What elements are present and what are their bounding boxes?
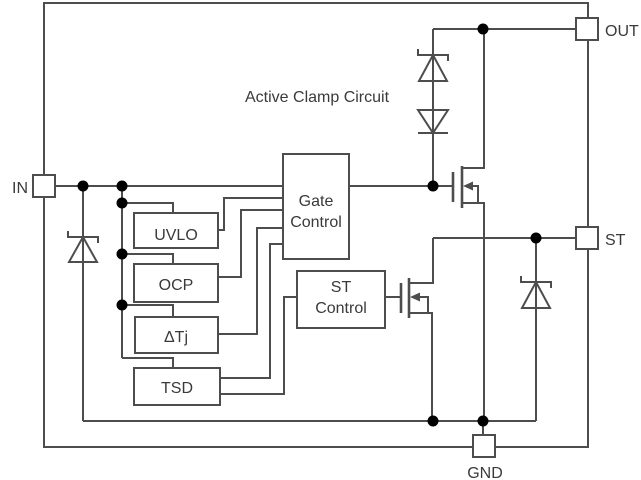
junction-dots (77, 23, 542, 427)
junction-dot (427, 415, 439, 427)
wire-tsd-input (122, 357, 174, 368)
block-gate-control: Gate Control (282, 153, 350, 260)
ocp-label: OCP (159, 277, 194, 294)
wire-main-fet-drain (462, 29, 485, 169)
junction-dot (116, 180, 128, 192)
pin-gnd: GND (467, 434, 503, 480)
clamp-zener-diode-icon (417, 49, 449, 82)
pin-in: IN (12, 174, 56, 198)
clamp-diode-icon (416, 109, 450, 135)
junction-dot (427, 180, 439, 192)
diode-triangle (416, 109, 450, 135)
zener-triangle (67, 234, 99, 263)
in-pin-square (32, 174, 56, 198)
wire-tsd-output1 (220, 243, 282, 379)
uvlo-box (133, 212, 219, 249)
wire-delta-tj-output (218, 227, 282, 335)
gate-control-box (282, 153, 350, 260)
pin-out: OUT (575, 17, 639, 41)
st-control-label-line1: ST (331, 279, 352, 296)
gate-control-label-line2: Control (290, 214, 342, 231)
junction-dot (530, 232, 542, 244)
block-st-control: ST Control (296, 270, 386, 329)
block-ocp: OCP (133, 263, 219, 303)
junction-dot (116, 299, 128, 311)
st-pin-square (575, 226, 599, 250)
delta-tj-label: ΔTj (164, 329, 188, 346)
wire-ocp-input (122, 253, 174, 264)
st-pin-label: ST (605, 232, 626, 249)
tsd-box (133, 367, 221, 406)
body-lead (413, 296, 429, 313)
ocp-box (133, 263, 219, 303)
uvlo-label: UVLO (154, 227, 198, 244)
wire-delta-tj-input (122, 304, 174, 317)
block-tsd: TSD (133, 367, 221, 406)
zener-triangle (520, 279, 552, 309)
pin-st: ST (575, 226, 626, 250)
junction-dot (77, 180, 89, 192)
delta-tj-box (134, 316, 219, 354)
zener-triangle (417, 52, 449, 82)
wire-status-fet-drain (409, 238, 434, 284)
active-clamp-annotation: Active Clamp Circuit (245, 89, 390, 106)
wire-main-fet-source (462, 202, 485, 421)
body-diode-arrow (410, 292, 420, 302)
gate-control-label-line1: Gate (299, 193, 334, 210)
wire-uvlo-output (218, 197, 282, 231)
gnd-pin-label: GND (467, 465, 503, 480)
wire-tsd-output2 (220, 296, 297, 395)
input-zener-diode-icon (67, 231, 99, 263)
junction-dot (477, 415, 489, 427)
block-delta-tj: ΔTj (134, 316, 219, 354)
junction-dot (116, 248, 128, 260)
st-control-label-line2: Control (315, 300, 367, 317)
st-control-box (296, 270, 386, 329)
wire-ocp-output (218, 209, 282, 278)
wires (55, 28, 576, 435)
ic-boundary (43, 2, 589, 448)
status-zener-diode-icon (520, 276, 552, 309)
wire-uvlo-input (122, 202, 174, 213)
gnd-pin-square (472, 434, 496, 458)
junction-dot (116, 197, 128, 209)
status-nmos-transistor-icon (399, 278, 429, 318)
junction-dot (477, 23, 489, 35)
body-diode-arrow (463, 181, 473, 191)
out-pin-square (575, 17, 599, 41)
block-uvlo: UVLO (133, 212, 219, 249)
main-nmos-transistor-icon (451, 166, 479, 208)
tsd-label: TSD (161, 380, 193, 397)
out-pin-label: OUT (605, 23, 639, 40)
wire-status-fet-source (409, 312, 433, 421)
in-pin-label: IN (12, 180, 28, 197)
